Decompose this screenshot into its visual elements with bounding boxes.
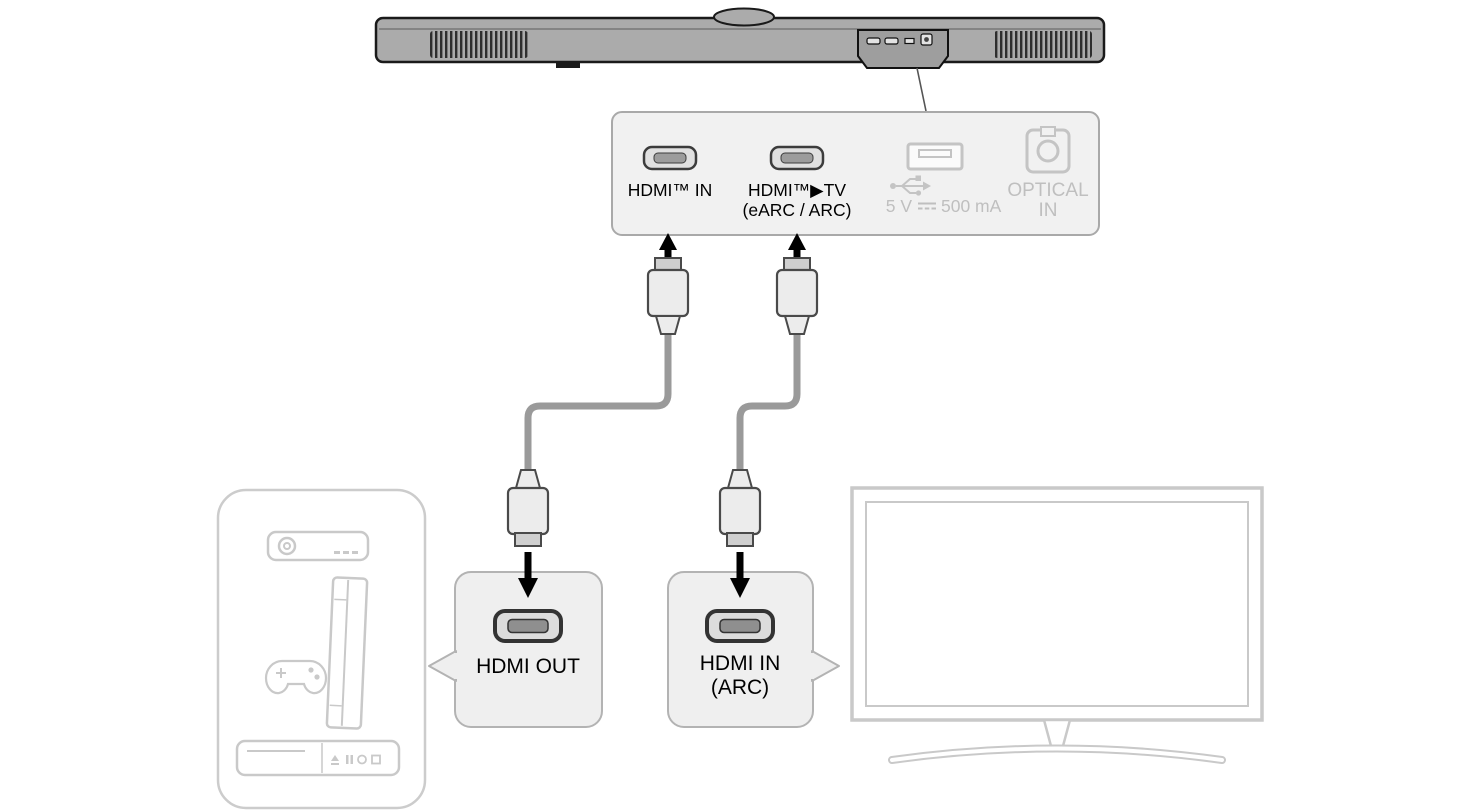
soundbar-port-recess <box>857 29 949 69</box>
soundbar-grille-right-icon <box>994 31 1092 58</box>
soundbar <box>374 7 1106 112</box>
source-devices-group <box>216 488 427 810</box>
source-devices-outline <box>216 488 427 810</box>
dc-symbol-icon <box>918 202 936 210</box>
game-console-icon <box>325 576 369 730</box>
hdmi-plug-top-right <box>775 257 819 335</box>
hdmi-in-arc-label-line2: (ARC) <box>711 676 769 699</box>
soundbar-grille-left-icon <box>430 31 528 58</box>
callout-line <box>916 67 927 112</box>
hdmi-in-arc-port-icon <box>705 609 775 643</box>
hdmi-out-pointer <box>428 650 457 682</box>
hdmi-out-callout: HDMI OUT <box>428 571 603 728</box>
hdmi-cable-left <box>524 326 672 478</box>
hdmi-plug-bottom-right <box>718 469 762 547</box>
tv-icon <box>850 486 1264 764</box>
optical-label-line1: OPTICAL <box>1007 180 1088 201</box>
panel-box <box>611 111 1100 236</box>
hdmi-cable-right <box>736 326 801 478</box>
hdmi-out-port-icon <box>493 609 563 643</box>
hdmi-tv-port-icon <box>769 145 825 171</box>
set-top-box-icon <box>266 530 370 562</box>
player-buttons <box>331 754 381 765</box>
hdmi-plug-bottom-left <box>506 469 550 547</box>
hdmi-tv-port-label-line2: (eARC / ARC) <box>743 200 852 220</box>
optical-port-icon <box>1025 126 1071 174</box>
arrow-down-left-icon <box>518 552 538 598</box>
usb-voltage-label: 5 V <box>886 196 913 216</box>
soundbar-top-knob <box>713 7 775 27</box>
rear-panel-callout: HDMI™ IN HDMI™▶TV (eARC / ARC) 5 V <box>611 111 1100 236</box>
hdmi-tv-port-label-line1: HDMI™▶TV <box>748 180 846 200</box>
usb-current-label: 500 mA <box>941 196 1002 216</box>
gamepad-icon <box>264 659 328 695</box>
hdmi-in-arc-label-line1: HDMI IN <box>700 652 781 675</box>
hdmi-in-arc-pointer <box>811 650 840 682</box>
disc-player-icon <box>235 739 401 777</box>
optical-label-line2: IN <box>1039 200 1058 221</box>
arrow-up-right-icon <box>788 233 806 261</box>
soundbar-foot <box>556 61 580 68</box>
usb-trident-icon <box>890 175 931 196</box>
arrow-down-right-icon <box>730 552 750 598</box>
arrow-up-left-icon <box>659 233 677 261</box>
hdmi-in-arc-callout: HDMI IN (ARC) <box>667 571 840 728</box>
hdmi-in-port-label: HDMI™ IN <box>628 180 713 200</box>
hdmi-out-label: HDMI OUT <box>476 655 580 678</box>
hdmi-in-port-icon <box>642 145 698 171</box>
usb-port-icon <box>906 142 964 171</box>
hdmi-plug-top-left <box>646 257 690 335</box>
